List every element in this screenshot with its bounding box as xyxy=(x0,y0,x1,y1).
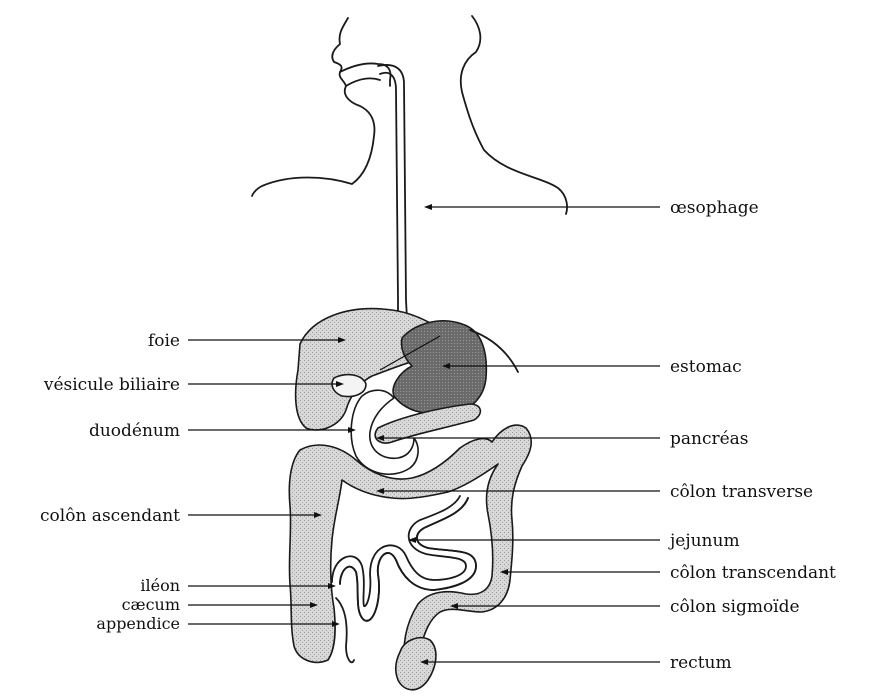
label-vesicule: vésicule biliaire xyxy=(43,375,180,395)
label-estomac: estomac xyxy=(670,357,742,377)
label-caecum: cæcum xyxy=(122,595,180,614)
label-colon-sigmoide: côlon sigmoïde xyxy=(670,597,800,617)
label-ileon: iléon xyxy=(140,576,180,595)
appendix-shape xyxy=(336,598,354,662)
oesophagus-shape xyxy=(378,65,408,338)
label-pancreas: pancréas xyxy=(670,429,749,449)
stomach-shape xyxy=(393,321,518,415)
label-duodenum: duodénum xyxy=(89,421,180,441)
leader-lines xyxy=(188,204,660,665)
label-colon-transcendant: côlon transcendant xyxy=(670,563,836,583)
label-colon-ascendant: colôn ascendant xyxy=(40,506,180,526)
head-neck-outline xyxy=(252,16,567,214)
label-foie: foie xyxy=(148,331,180,351)
label-jejunum: jejunum xyxy=(668,531,740,551)
label-appendice: appendice xyxy=(96,614,180,633)
label-colon-transverse: côlon transverse xyxy=(670,482,813,502)
rectum-shape xyxy=(396,638,436,690)
label-oesophage: œsophage xyxy=(670,198,759,218)
label-rectum: rectum xyxy=(670,653,732,673)
